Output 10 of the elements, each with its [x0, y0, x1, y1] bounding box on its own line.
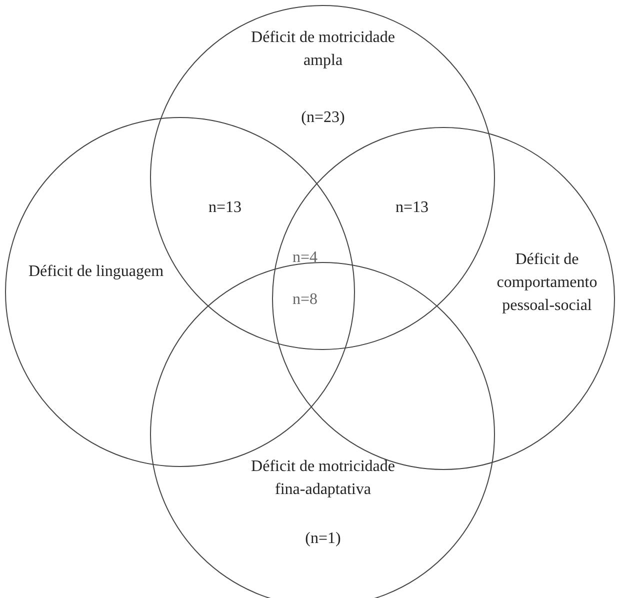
- circle-label: (n=1): [304, 529, 342, 549]
- region-count: n=13: [394, 198, 430, 218]
- region-count: n=8: [291, 290, 319, 310]
- region-count: n=13: [207, 198, 243, 218]
- circle-label: Déficit de motricidade fina-adaptativa: [250, 457, 396, 500]
- circle-label: Déficit de linguagem: [27, 262, 165, 282]
- circle-label: Déficit de motricidade ampla: [250, 28, 396, 72]
- region-count: n=4: [291, 248, 319, 268]
- circle-label: Déficit de comportamento pessoal-social: [496, 250, 598, 316]
- circle-label: (n=23): [300, 108, 346, 128]
